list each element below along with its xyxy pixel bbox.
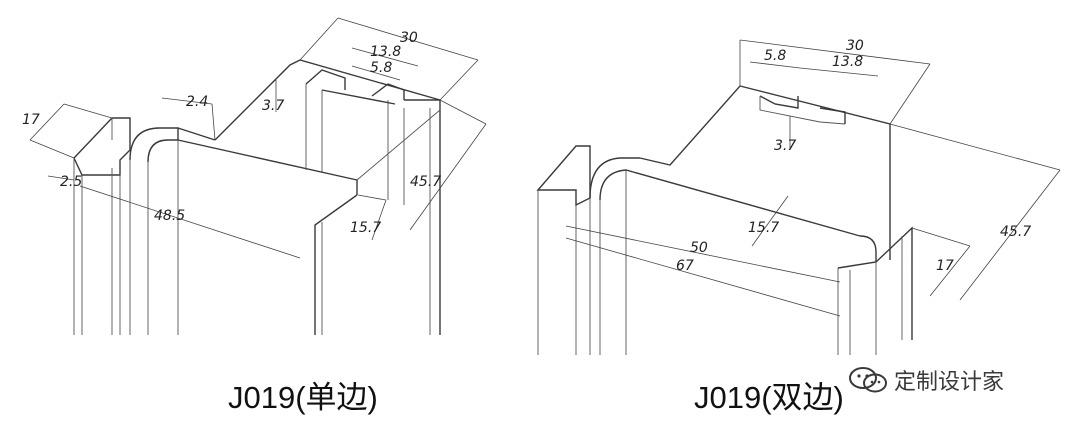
watermark: 定制设计家: [848, 364, 1004, 396]
caption-single-side: J019(单边): [228, 380, 378, 415]
dim-slot-span: 13.8: [370, 44, 401, 60]
dimension-lines-left: [29, 17, 487, 259]
dim-width-top-r: 30: [846, 38, 864, 54]
dimension-lines-right: [565, 39, 1061, 317]
caption-double-side: J019(双边): [694, 380, 844, 415]
dim-depth-r: 67: [676, 258, 694, 274]
dim-flange-height-r: 17: [936, 258, 954, 274]
dim-height-r: 45.7: [1000, 224, 1031, 240]
profile-drawing-single-side: [73, 59, 441, 335]
dim-width-top: 30: [400, 30, 418, 46]
profile-drawing-double-side: [536, 85, 913, 355]
dim-flange-offset: 2.5: [60, 174, 82, 190]
dim-slot-depth: 3.7: [262, 98, 284, 114]
dim-slot-width: 5.8: [370, 60, 392, 76]
dim-slot-span-r: 13.8: [832, 54, 863, 70]
dim-slot-depth-r: 3.7: [774, 138, 796, 154]
dim-height: 45.7: [410, 174, 441, 190]
dim-flange-height: 17: [22, 112, 40, 128]
watermark-text: 定制设计家: [894, 370, 1005, 395]
dim-slot-width-r: 5.8: [764, 48, 786, 64]
dim-inner-depth-r: 50: [690, 240, 708, 256]
dim-inner-height-r: 15.7: [748, 220, 779, 236]
wechat-icon: [849, 367, 887, 393]
dim-depth: 48.5: [154, 208, 185, 224]
dim-lip-width: 2.4: [186, 94, 208, 110]
dim-inner-height: 15.7: [350, 220, 381, 236]
